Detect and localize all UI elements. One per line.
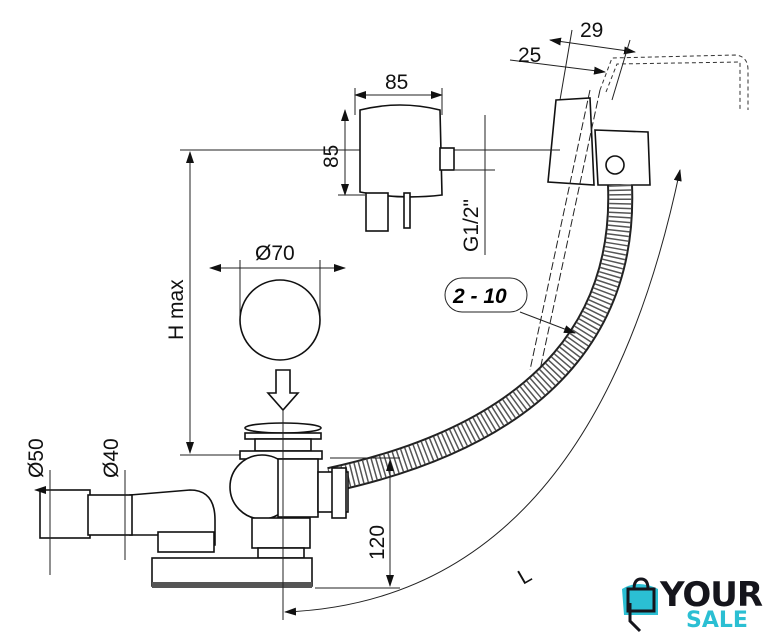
- range-callout: 2 - 10: [444, 277, 576, 334]
- valve-height-label: 85: [320, 145, 343, 168]
- valve-width-label: 85: [385, 71, 408, 94]
- plug-top-view: Ø70: [209, 242, 346, 412]
- pipe-dimensions: Ø50 Ø40: [25, 438, 126, 575]
- logo-text-your: YOUR: [660, 575, 763, 615]
- drain-height-label: 120: [366, 525, 389, 560]
- dimension-29: 29: [549, 19, 636, 101]
- dimension-25: 25: [509, 44, 606, 75]
- h-max-label: H max: [165, 279, 188, 340]
- logo-text-sale: SALE: [686, 608, 748, 633]
- handle-outline: [599, 54, 749, 110]
- inner-pipe-label: Ø40: [100, 438, 123, 478]
- length-label: L: [514, 564, 536, 590]
- range-label: 2 - 10: [452, 285, 507, 308]
- thread-label: G1/2": [460, 199, 483, 252]
- outer-pipe-label: Ø50: [25, 438, 48, 478]
- plug-diameter-label: Ø70: [255, 242, 295, 265]
- valve-body: 85 85 G1/2": [320, 71, 495, 255]
- shopping-bag-hand-icon: [622, 577, 658, 633]
- dim-29-label: 29: [580, 19, 603, 42]
- overflow-nut: [605, 155, 625, 175]
- down-arrow-icon: [266, 369, 300, 412]
- your-sale-logo: YOUR SALE: [618, 575, 773, 635]
- dim-25-label: 25: [518, 44, 541, 67]
- waste-assembly: [39, 410, 349, 620]
